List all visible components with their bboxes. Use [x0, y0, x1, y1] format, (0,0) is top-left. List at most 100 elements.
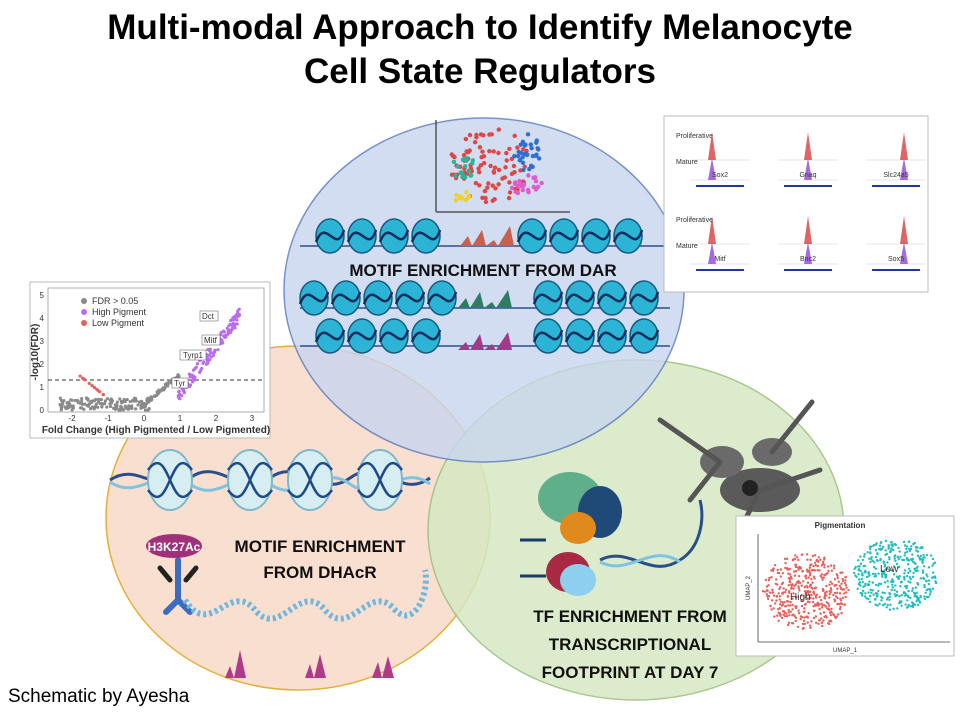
umap-point	[896, 607, 899, 610]
scatter-dot	[476, 169, 482, 175]
umap-point	[799, 567, 802, 570]
umap-point	[791, 603, 794, 607]
umap-point	[803, 622, 807, 626]
umap-point	[854, 574, 857, 577]
umap-point	[832, 567, 836, 570]
umap-point	[911, 587, 915, 590]
umap-point	[927, 579, 931, 582]
umap-point	[883, 591, 886, 595]
scatter-dot	[506, 195, 512, 201]
umap-point	[787, 611, 791, 614]
umap-point	[781, 592, 784, 595]
umap-point	[772, 607, 775, 610]
volcano-point	[226, 329, 230, 333]
umap-point	[903, 594, 907, 597]
umap-point	[892, 565, 896, 568]
umap-point	[827, 604, 831, 607]
volcano-point	[225, 326, 229, 330]
umap-point	[818, 607, 821, 611]
umap-point	[880, 599, 883, 602]
umap-point	[800, 553, 804, 556]
umap-point	[865, 575, 869, 579]
scatter-dot	[464, 156, 469, 161]
umap-point	[886, 585, 890, 588]
umap-point	[791, 622, 795, 625]
volcano-plot: 5 4 3 2 1 0 -2 -1 0 1 2 3 -log10(FDR) Fo…	[29, 281, 271, 439]
umap-point	[778, 612, 782, 615]
umap-xlabel: UMAP_1	[833, 648, 858, 654]
scatter-dot	[470, 161, 475, 166]
umap-point	[902, 591, 906, 594]
umap-point	[894, 584, 897, 587]
umap-point	[899, 555, 902, 559]
umap-point	[803, 590, 807, 593]
volcano-point	[69, 404, 73, 408]
scatter-dot	[536, 156, 542, 161]
umap-point	[801, 570, 804, 573]
label-top: MOTIF ENRICHMENT FROM DAR	[349, 261, 616, 280]
umap-point	[822, 619, 825, 622]
scatter-dot	[464, 149, 469, 154]
umap-point	[888, 558, 891, 561]
umap-point	[823, 573, 826, 577]
umap-point	[794, 616, 798, 620]
umap-point	[782, 587, 785, 590]
umap-point	[813, 587, 817, 590]
scatter-dot	[460, 196, 465, 201]
umap-point	[788, 580, 791, 583]
volcano-point	[177, 396, 181, 400]
umap-point	[898, 550, 901, 553]
scatter-dot	[512, 153, 517, 159]
umap-point	[871, 589, 874, 592]
dhacr-peaks	[210, 650, 410, 678]
umap-point	[776, 583, 779, 586]
umap-point	[776, 568, 779, 572]
volcano-point	[76, 400, 80, 405]
umap-point	[821, 562, 825, 566]
umap-point	[829, 613, 833, 617]
umap-point	[829, 620, 833, 623]
umap-point	[891, 580, 895, 584]
umap-point	[903, 572, 906, 575]
volcano-point	[235, 315, 239, 319]
umap-point	[916, 554, 920, 557]
umap-point	[777, 619, 780, 622]
umap-point	[783, 601, 786, 604]
umap-point	[816, 601, 819, 605]
umap-point	[807, 593, 811, 597]
umap-point	[829, 564, 833, 567]
umap-point	[795, 595, 798, 599]
umap-point	[768, 591, 772, 594]
umap-point	[856, 587, 859, 590]
scatter-dot	[486, 181, 491, 186]
umap-point	[900, 580, 903, 583]
umap-point	[843, 592, 846, 595]
umap-point	[827, 569, 830, 573]
scatter-dot	[463, 197, 468, 203]
umap-point	[869, 551, 872, 555]
volcano-point	[169, 380, 173, 384]
umap-point	[874, 592, 878, 595]
umap-point	[771, 590, 774, 594]
umap-point	[787, 572, 790, 575]
umap-point	[881, 575, 884, 578]
umap-point	[906, 599, 909, 602]
umap-point	[814, 604, 817, 607]
umap-point	[923, 597, 927, 601]
scatter-dot	[463, 136, 469, 142]
umap-point	[861, 589, 865, 593]
umap-point	[820, 624, 824, 628]
scatter-dot	[534, 152, 539, 157]
melanocyte-cells-icon	[657, 399, 823, 533]
scatter-dot	[520, 155, 525, 160]
volcano-point	[101, 392, 105, 397]
umap-point	[820, 617, 823, 620]
umap-point	[822, 589, 825, 592]
umap-point	[780, 582, 784, 586]
umap-point	[812, 597, 815, 600]
umap-point	[833, 599, 837, 603]
umap-point	[776, 614, 779, 617]
umap-point	[803, 616, 806, 619]
umap-point	[784, 588, 788, 591]
